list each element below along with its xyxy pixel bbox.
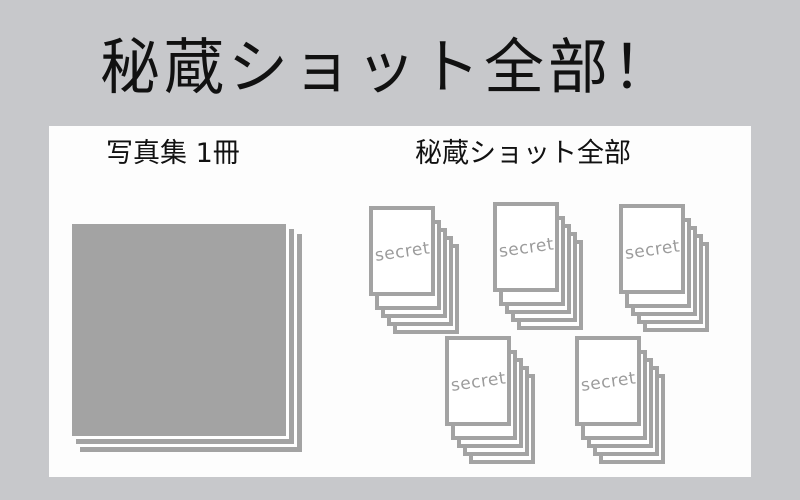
secret-card-front: secret [619, 204, 685, 294]
secret-text: secret [373, 238, 432, 266]
headline: 秘蔵ショット全部！ [100, 33, 676, 103]
photobook-illustration [72, 224, 302, 452]
photobook-label: 写真集 1冊 [106, 138, 240, 169]
secret-card-front: secret [369, 206, 435, 296]
secret-text: secret [497, 234, 556, 262]
secret-stack-4: secret [445, 336, 555, 466]
secret-stack-1: secret [369, 206, 479, 336]
secret-shots-label: 秘蔵ショット全部 [415, 138, 631, 169]
secret-text: secret [623, 236, 682, 264]
secret-text: secret [579, 368, 638, 396]
secret-card-front: secret [445, 336, 511, 426]
secret-stack-2: secret [493, 202, 603, 332]
secret-text: secret [449, 368, 508, 396]
secret-card-front: secret [493, 202, 559, 292]
comparison-panel: 写真集 1冊 秘蔵ショット全部 secret secret secret [49, 126, 751, 477]
secret-card-front: secret [575, 336, 641, 426]
photobook-cover [72, 224, 286, 436]
secret-stack-5: secret [575, 336, 685, 466]
secret-stack-3: secret [619, 204, 729, 334]
